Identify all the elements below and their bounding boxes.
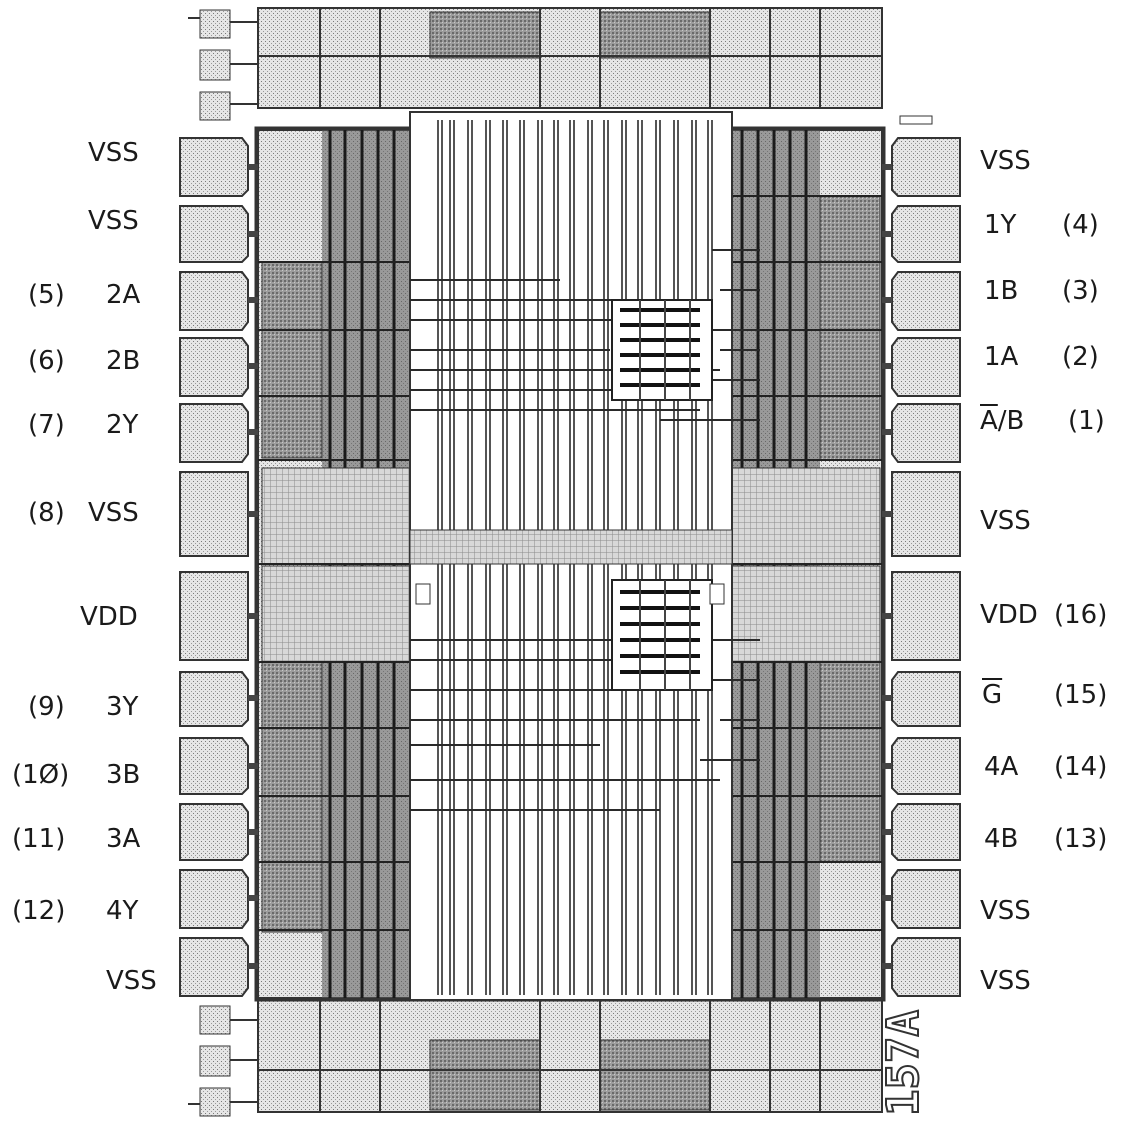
pad-right-11 [891, 869, 961, 929]
pin-number-right-10: (13) [1054, 824, 1108, 854]
pin-label-right-2: 1Y [984, 210, 1017, 240]
pad-right-8 [891, 671, 961, 727]
pad-right-7 [891, 571, 961, 661]
pad-right-12 [891, 937, 961, 997]
pin-number-right-9: (14) [1054, 752, 1108, 782]
pad-left-7 [179, 571, 249, 661]
pin-label-left-3: 2A [106, 280, 141, 310]
right-logic-column [731, 129, 883, 999]
transistor-cluster-lower [415, 579, 725, 691]
pad-right-9 [891, 737, 961, 795]
pad-right-2 [891, 205, 961, 263]
pin-label-left-1: VSS [88, 138, 139, 168]
pin-label-left-8: 3Y [106, 692, 139, 722]
pin-label-right-9: 4A [984, 752, 1019, 782]
pad-left-6 [179, 471, 249, 557]
pad-left-9 [179, 737, 249, 795]
top-strip [188, 7, 933, 125]
pin-number-left-8: (9) [28, 692, 65, 722]
pin-label-left-12: VSS [106, 966, 157, 996]
pin-number-left-3: (5) [28, 280, 65, 310]
pin-label-right-4: 1A [984, 342, 1019, 372]
right-bond-pads [882, 137, 961, 997]
pin-number-left-9: (1Ø) [12, 760, 70, 790]
pin-label-right-3: 1B [984, 276, 1019, 306]
pin-label-overline-part: A [980, 406, 998, 436]
pin-label-left-11: 4Y [106, 896, 139, 926]
pin-number-left-4: (6) [28, 346, 65, 376]
pad-left-12 [179, 937, 249, 997]
pad-left-11 [179, 869, 249, 929]
pin-label-right-7: VDD [980, 600, 1038, 630]
pin-label-left-7: VDD [80, 602, 138, 632]
central-buses [409, 111, 760, 1001]
pad-right-3 [891, 271, 961, 331]
pad-left-4 [179, 337, 249, 397]
pin-label-right-12: VSS [980, 966, 1031, 996]
pin-number-left-11: (12) [12, 896, 66, 926]
chip-id-marking: 157A [878, 1010, 929, 1116]
pad-right-10 [891, 803, 961, 861]
pin-label-left-10: 3A [106, 824, 141, 854]
pad-right-5 [891, 403, 961, 463]
pin-label-right-10: 4B [984, 824, 1019, 854]
pin-number-right-8: (15) [1054, 680, 1108, 710]
pad-left-5 [179, 403, 249, 463]
pin-label-right-11: VSS [980, 896, 1031, 926]
pin-number-right-2: (4) [1062, 210, 1099, 240]
pad-left-1 [179, 137, 249, 197]
pad-right-1 [891, 137, 961, 197]
pin-number-right-5: (1) [1068, 406, 1105, 436]
pin-number-left-10: (11) [12, 824, 66, 854]
pin-label-right-8: G [982, 680, 1003, 710]
pin-label-left-4: 2B [106, 346, 141, 376]
pad-left-3 [179, 271, 249, 331]
bottom-strip [188, 999, 883, 1117]
pad-left-10 [179, 803, 249, 861]
pad-right-6 [891, 471, 961, 557]
pin-label-left-2: VSS [88, 206, 139, 236]
pin-label-left-6: VSS [88, 498, 139, 528]
pin-number-left-6: (8) [28, 498, 65, 528]
transistor-cluster-upper [611, 299, 713, 401]
pin-label-rest-part: /B [997, 406, 1025, 436]
pin-number-right-4: (2) [1062, 342, 1099, 372]
pin-number-left-5: (7) [28, 410, 65, 440]
pad-left-8 [179, 671, 249, 727]
pin-label-left-9: 3B [106, 760, 141, 790]
pin-label-left-5: 2Y [106, 410, 139, 440]
pin-label-right-1: VSS [980, 146, 1031, 176]
pin-label-right-5: A/B [980, 406, 1024, 436]
pad-left-2 [179, 205, 249, 263]
pad-right-4 [891, 337, 961, 397]
left-bond-pads [179, 137, 258, 997]
pin-number-right-7: (16) [1054, 600, 1108, 630]
left-logic-column [257, 129, 411, 999]
pin-label-right-6: VSS [980, 506, 1031, 536]
pin-number-right-3: (3) [1062, 276, 1099, 306]
